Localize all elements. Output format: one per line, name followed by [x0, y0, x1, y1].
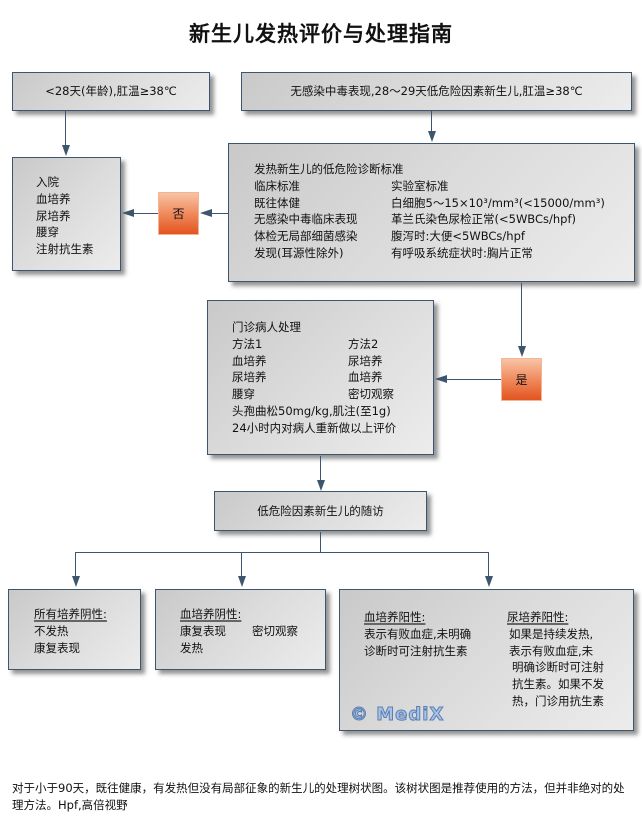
start-box-under-28-days: <28天(年龄),肛温≥38℃ [12, 72, 210, 111]
outpatient-ceftriaxone: 头孢曲松50mg/kg,肌注(至1g) [232, 403, 391, 418]
connector-criteria-to-yes [521, 283, 522, 349]
page-title: 新生儿发热评价与处理指南 [189, 22, 453, 46]
outcome-all-negative-box: 所有培养阴性: 不发热 康复表现 [8, 589, 141, 670]
admit-line: 血培养 [36, 191, 71, 206]
blood-negative-observe: 密切观察 [252, 623, 298, 638]
connector-left-start-to-admit [65, 111, 66, 148]
start-box-right-text: 无感染中毒表现,28～29天低危险因素新生儿,肛温≥38℃ [290, 84, 583, 99]
followup-box: 低危险因素新生儿的随访 [214, 491, 427, 531]
connector-branch-1 [75, 552, 76, 578]
method2-item: 尿培养 [348, 353, 383, 368]
connector-branch-bar [75, 552, 488, 553]
arrow-down-icon [427, 131, 436, 142]
urine-positive-line: 热，门诊用抗生素 [512, 693, 604, 708]
arrow-left-icon [435, 375, 447, 383]
decision-no-label: 否 [172, 207, 185, 221]
followup-text: 低危险因素新生儿的随访 [257, 503, 384, 518]
method1-item: 方法1 [232, 336, 263, 351]
blood-positive-heading: 血培养阳性: [364, 610, 426, 624]
arrow-down-icon [237, 576, 246, 587]
criteria-lab: 有呼吸系统症状时:胸片正常 [391, 245, 533, 260]
start-box-left-text: <28天(年龄),肛温≥38℃ [45, 84, 177, 99]
arrow-down-icon [61, 145, 70, 156]
low-risk-criteria-box: 发热新生儿的低危险诊断标准 临床标准 实验室标准 既往体健 白细胞5～15×10… [228, 143, 635, 282]
admit-line: 入院 [36, 175, 59, 189]
method2-item: 方法2 [348, 336, 379, 351]
connector-criteria-to-no [211, 213, 228, 214]
blood-negative-row: 康复表现 密切观察 [180, 623, 325, 640]
urine-positive-line: 明确诊断时可注射 [512, 660, 604, 675]
outcome-blood-negative-box: 血培养阴性: 康复表现 密切观察 发热 [155, 589, 326, 670]
admit-line: 腰穿 [36, 225, 59, 240]
method1-item: 腰穿 [232, 387, 255, 402]
outpatient-row: 方法1 方法2 [232, 336, 433, 353]
connector-yes-to-outpatient [446, 379, 501, 380]
figure-caption: 对于小于90天，既往健康，有发热但没有局部征象的新生儿的处理树状图。该树状图是推… [12, 781, 625, 812]
outpatient-management-box: 门诊病人处理 方法1 方法2 血培养 尿培养 尿培养 血培养 腰穿 密切观察 头… [207, 300, 434, 455]
medix-watermark: © MediX [349, 704, 445, 726]
outpatient-row: 腰穿 密切观察 [232, 386, 433, 403]
blood-negative-heading: 血培养阴性: [180, 607, 242, 621]
urine-positive-section: 尿培养阳性: 如果是持续发热, 表示有败血症,未 明确诊断时可注射 抗生素。如果… [507, 609, 604, 710]
connector-no-to-admit [133, 213, 159, 214]
admit-line: 尿培养 [36, 208, 71, 223]
arrow-down-icon [517, 346, 526, 357]
all-negative-line: 不发热 [34, 623, 69, 638]
arrow-down-icon [316, 480, 325, 491]
criteria-row: 发现(耳源性除外) 有呼吸系统症状时:胸片正常 [254, 245, 634, 262]
criteria-row: 无感染中毒临床表现 革兰氏染色尿检正常(<5WBCs/hpf) [254, 211, 634, 228]
urine-positive-line: 抗生素。如果不发 [512, 677, 604, 692]
urine-positive-heading: 尿培养阳性: [507, 610, 569, 624]
blood-positive-section: 血培养阳性: 表示有败血症,未明确 诊断时可注射抗生素 [364, 609, 471, 659]
criteria-clinical: 既往体健 [254, 195, 300, 210]
decision-yes: 是 [501, 358, 542, 401]
outpatient-row: 尿培养 血培养 [232, 369, 433, 386]
admit-box: 入院 血培养 尿培养 腰穿 注射抗生素 [12, 157, 121, 271]
criteria-clinical: 临床标准 [254, 178, 300, 193]
method2-item: 密切观察 [348, 387, 394, 402]
blood-negative-line: 发热 [180, 640, 203, 655]
urine-positive-line: 表示有败血症,未 [509, 643, 594, 658]
blood-positive-line: 诊断时可注射抗生素 [364, 643, 468, 658]
connector-branch-3 [488, 552, 489, 578]
criteria-lab: 腹泻时:大便<5WBCs/hpf [391, 229, 525, 244]
criteria-lab: 实验室标准 [391, 178, 449, 193]
method1-item: 血培养 [232, 353, 267, 368]
criteria-clinical: 发现(耳源性除外) [254, 245, 344, 260]
arrow-left-icon [200, 209, 212, 217]
admit-line: 注射抗生素 [36, 242, 94, 257]
blood-negative-recovery: 康复表现 [180, 623, 226, 638]
outcome-positive-box: 血培养阳性: 表示有败血症,未明确 诊断时可注射抗生素 尿培养阳性: 如果是持续… [339, 589, 634, 731]
connector-right-start-to-criteria [431, 111, 432, 133]
decision-no: 否 [158, 192, 199, 235]
blood-positive-line: 表示有败血症,未明确 [364, 626, 472, 641]
criteria-row: 体检无局部细菌感染 腹泻时:大便<5WBCs/hpf [254, 228, 634, 245]
start-box-28-29-days: 无感染中毒表现,28～29天低危险因素新生儿,肛温≥38℃ [241, 72, 632, 111]
outpatient-row: 血培养 尿培养 [232, 353, 433, 370]
criteria-row: 临床标准 实验室标准 [254, 178, 634, 195]
connector-outpatient-to-followup [320, 456, 321, 480]
all-negative-heading: 所有培养阴性: [34, 607, 107, 621]
criteria-lab: 革兰氏染色尿检正常(<5WBCs/hpf) [391, 212, 577, 227]
connector-followup-stem [320, 532, 321, 553]
criteria-clinical: 无感染中毒临床表现 [254, 212, 358, 227]
criteria-lab: 白细胞5～15×10³/mm³(<15000/mm³) [391, 195, 605, 210]
outpatient-reevaluate: 24小时内对病人重新做以上评价 [232, 420, 397, 435]
criteria-clinical: 体检无局部细菌感染 [254, 229, 358, 244]
method1-item: 尿培养 [232, 370, 267, 385]
arrow-left-icon [122, 209, 134, 217]
outpatient-heading: 门诊病人处理 [232, 320, 301, 334]
decision-yes-label: 是 [515, 373, 528, 387]
arrow-down-icon [71, 576, 80, 587]
urine-positive-line: 如果是持续发热, [509, 626, 594, 641]
method2-item: 血培养 [348, 370, 383, 385]
connector-branch-2 [241, 552, 242, 578]
all-negative-line: 康复表现 [34, 640, 80, 655]
criteria-heading: 发热新生儿的低危险诊断标准 [254, 162, 404, 176]
arrow-down-icon [484, 576, 493, 587]
criteria-row: 既往体健 白细胞5～15×10³/mm³(<15000/mm³) [254, 195, 634, 212]
